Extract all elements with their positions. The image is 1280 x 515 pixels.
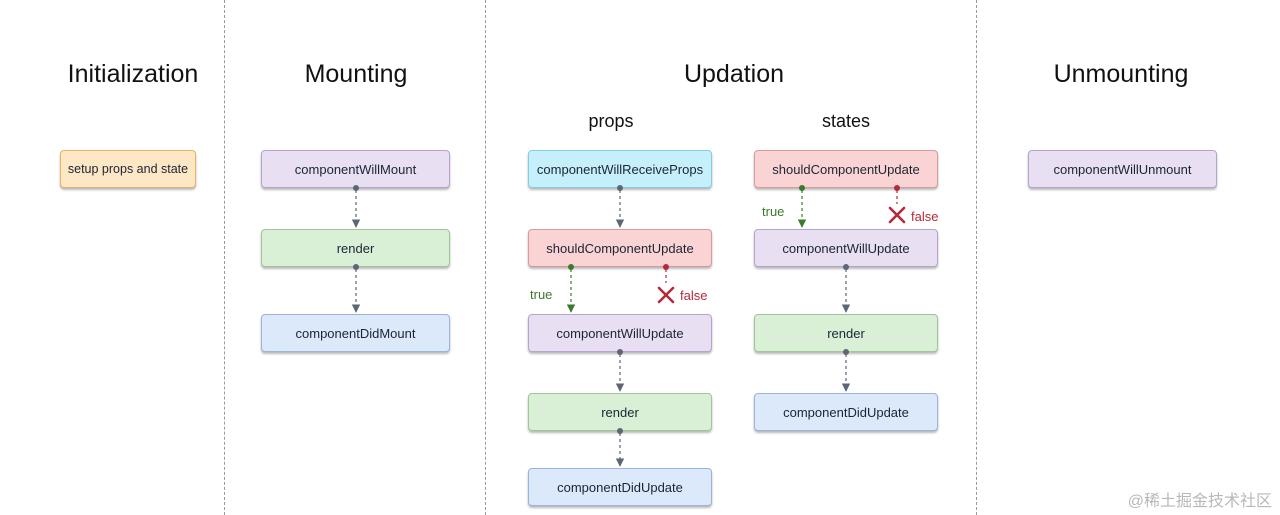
phase-title-mounting: Mounting [304,60,408,88]
states-true-label: true [762,204,785,219]
edge-render-to-did-mount [351,264,361,313]
false-cross-icon [657,286,675,304]
edge-will-mount-to-render [351,185,361,228]
node-props-render: render [528,393,712,431]
false-cross-icon [888,206,906,224]
node-states-render: render [754,314,938,352]
node-states-component-did-update: componentDidUpdate [754,393,938,431]
states-false-label: false [911,209,939,224]
edge-props-render-to-did-update [615,428,625,467]
edge-states-should-update-false [888,185,906,224]
edge-receive-props-to-should-update [615,185,625,228]
subphase-title-states: states [821,111,871,131]
node-mounting-render: render [261,229,450,267]
props-true-label: true [530,287,553,302]
section-divider [224,0,225,515]
edge-props-should-update-false [657,264,675,304]
node-props-component-did-update: componentDidUpdate [528,468,712,506]
edge-props-should-update-true [566,264,576,313]
section-divider [485,0,486,515]
node-component-will-unmount: componentWillUnmount [1028,150,1217,188]
subphase-title-props: props [588,111,634,131]
node-setup-props-and-state: setup props and state [60,150,196,188]
section-divider [976,0,977,515]
node-props-should-component-update: shouldComponentUpdate [528,229,712,267]
edge-states-render-to-did-update [841,349,851,392]
edge-states-will-update-to-render [841,264,851,313]
edge-props-will-update-to-render [615,349,625,392]
node-mounting-component-did-mount: componentDidMount [261,314,450,352]
phase-title-unmounting: Unmounting [1053,60,1189,88]
props-false-label: false [680,288,708,303]
watermark: @稀土掘金技术社区 [1127,493,1272,510]
phase-title-initialization: Initialization [67,60,199,88]
phase-title-updation: Updation [683,60,785,88]
node-props-component-will-receive-props: componentWillReceiveProps [528,150,712,188]
node-states-should-component-update: shouldComponentUpdate [754,150,938,188]
edge-states-should-update-true [797,185,807,228]
